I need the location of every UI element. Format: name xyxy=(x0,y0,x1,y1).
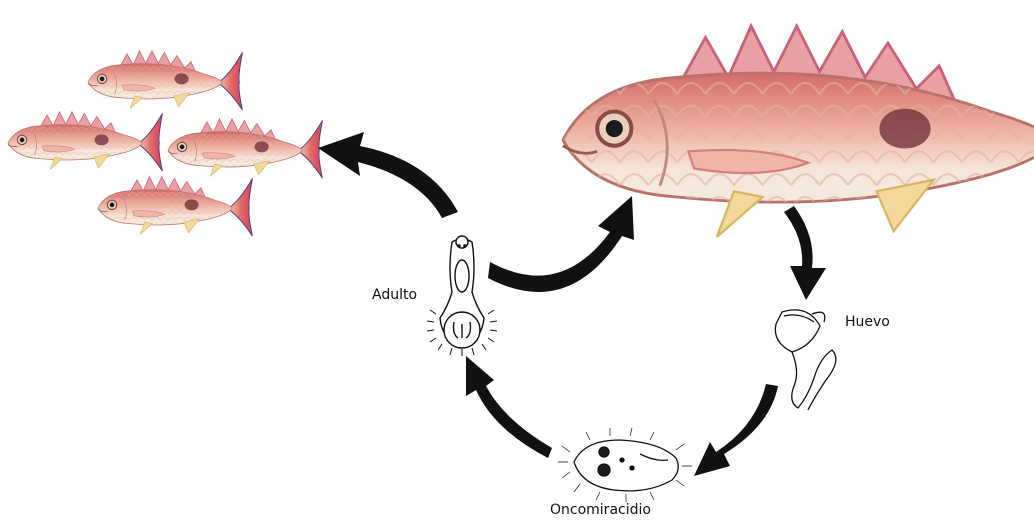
adult-parasite-illustration xyxy=(427,236,497,356)
arrow-oncomiracidium-to-adult xyxy=(466,356,552,458)
arrow-egg-to-oncomiracidium xyxy=(694,384,778,476)
arrow-host-to-egg xyxy=(784,206,826,300)
egg-illustration xyxy=(775,310,836,410)
small-fish-left xyxy=(8,112,162,171)
adult-label: Adulto xyxy=(372,287,417,303)
fish-school xyxy=(8,51,322,236)
arrow-adult-to-school xyxy=(318,132,458,218)
arrow-adult-to-host xyxy=(488,196,634,292)
small-fish-top xyxy=(88,51,242,110)
oncomiracidium-illustration xyxy=(558,428,692,502)
host-fish xyxy=(563,26,1034,243)
oncomiracidium-label: Oncomiracidio xyxy=(550,502,651,518)
small-fish-right xyxy=(168,119,322,178)
egg-label: Huevo xyxy=(845,314,890,330)
small-fish-bottom xyxy=(98,177,252,236)
